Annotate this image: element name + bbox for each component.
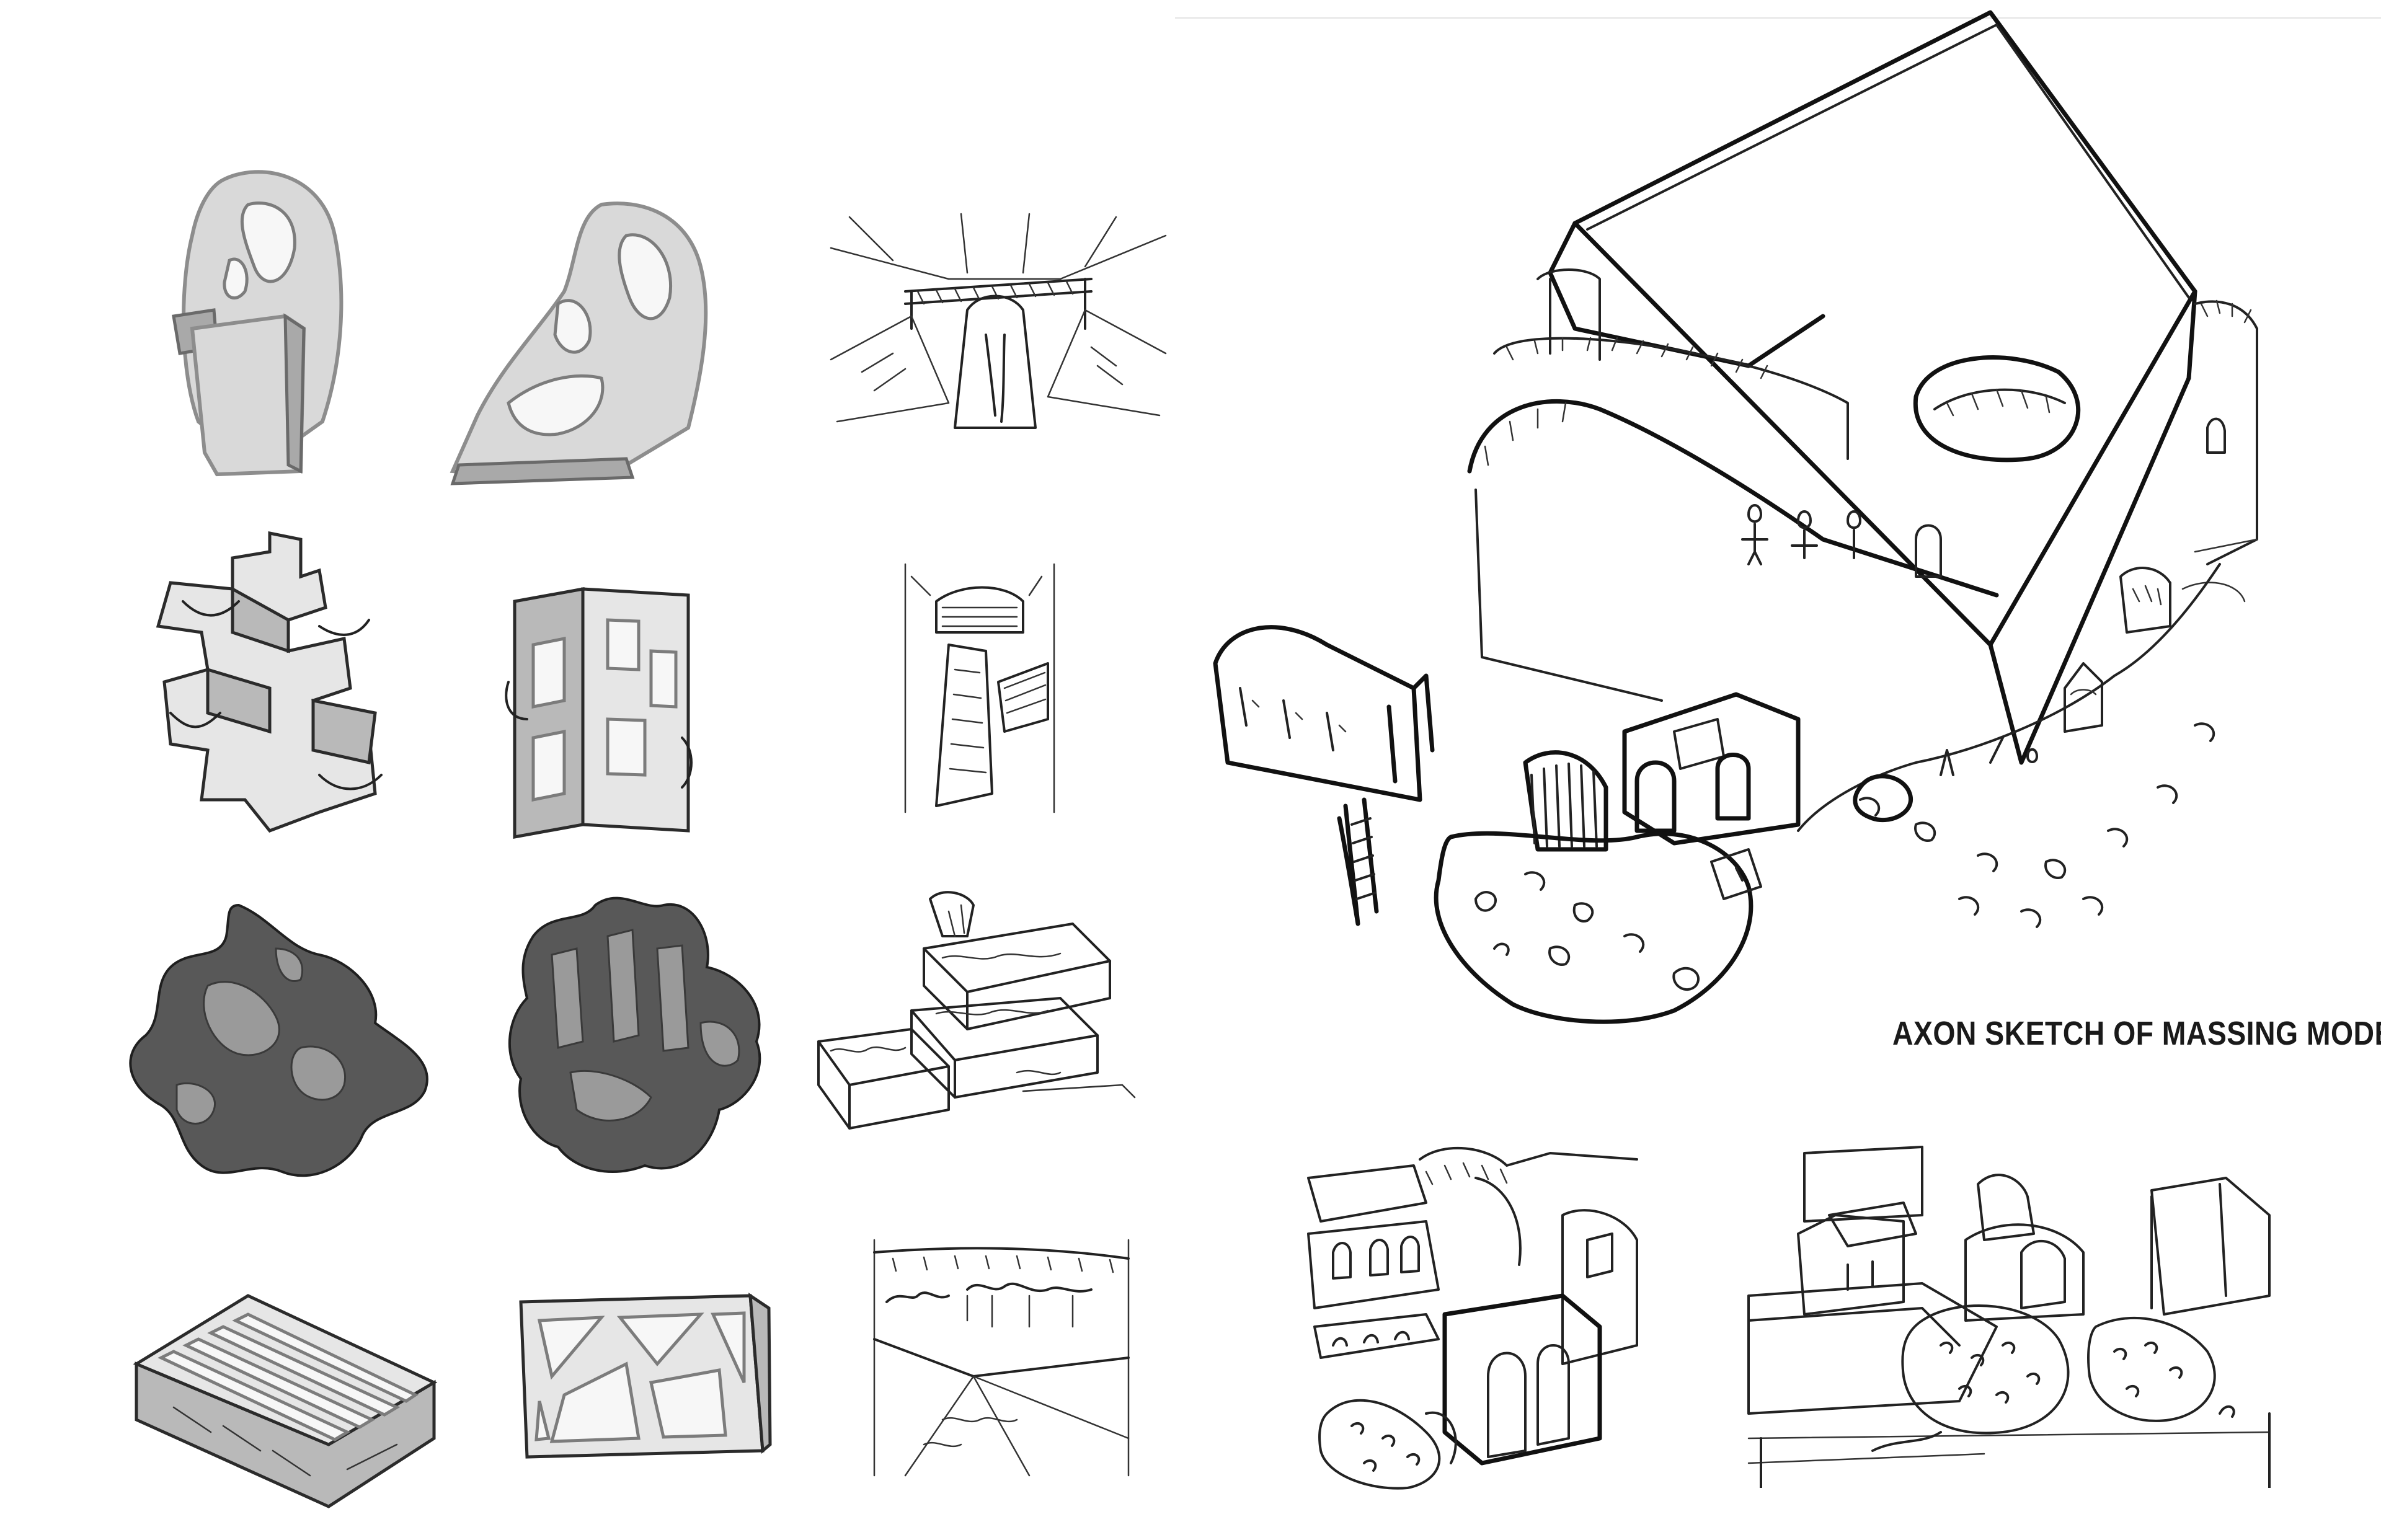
cast-model-side	[496, 887, 775, 1184]
cast-model-top	[115, 899, 443, 1190]
interior-sketch-bridge	[825, 211, 1172, 446]
interior-sketch-corridor	[899, 558, 1060, 818]
axon-sketch-massing-model	[1203, 6, 2307, 1060]
sketch-courtyard-garden	[868, 1234, 1135, 1482]
card-model-box	[496, 577, 701, 849]
sketch-perspective-courtyards	[1736, 1141, 2282, 1488]
top-divider-rule	[1175, 17, 2381, 19]
card-model-plan	[133, 527, 425, 837]
sketch-perspective-arches	[1302, 1141, 1649, 1494]
clay-model-front	[155, 161, 353, 477]
sketch-terraces	[812, 887, 1147, 1141]
lattice-model	[515, 1290, 775, 1463]
fin-model	[124, 1283, 446, 1513]
axon-sketch-caption: AXON SKETCH OF MASSING MODEL	[1892, 1015, 2381, 1052]
clay-model-angled	[440, 192, 732, 490]
